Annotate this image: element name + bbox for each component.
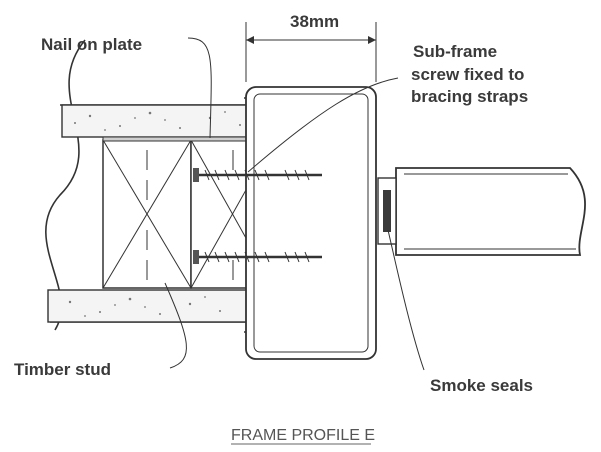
sub-frame-label-line3: bracing straps [411, 87, 528, 106]
leader-smoke-seals [387, 229, 425, 371]
sub-frame-label-line2: screw fixed to [411, 65, 524, 84]
nail-on-plate-label: Nail on plate [41, 35, 142, 54]
smoke-seal [383, 190, 391, 232]
door-leaf [377, 167, 586, 256]
screw-lower [193, 250, 322, 264]
dimension-38mm [245, 22, 377, 82]
sub-frame-label-line1: Sub-frame [413, 42, 497, 61]
wall-break-line-left [45, 39, 86, 331]
leader-sub-frame [247, 77, 399, 173]
leader-timber-stud [164, 282, 187, 369]
sub-frame [245, 86, 377, 360]
top-board [61, 104, 275, 138]
timber-stud-left [102, 139, 192, 289]
figure-caption: FRAME PROFILE E [231, 427, 375, 444]
dimension-label: 38mm [290, 12, 339, 31]
smoke-seals-label: Smoke seals [430, 376, 533, 395]
screw-upper [193, 168, 322, 182]
timber-stud-label: Timber stud [14, 360, 111, 379]
bottom-board [47, 289, 275, 323]
leader-nail-plate [187, 37, 212, 139]
